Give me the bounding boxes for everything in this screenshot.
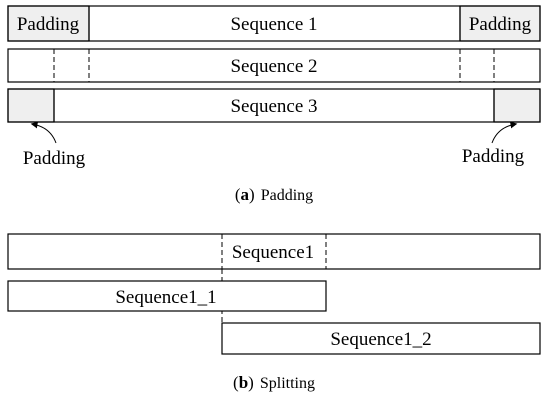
row3-padding-left xyxy=(7,88,55,123)
panel-a: Padding Sequence 1 Padding Sequence 2 Se… xyxy=(7,5,541,204)
row3-frame xyxy=(7,88,541,123)
callout-arrow-right xyxy=(491,121,518,144)
row2-label: Sequence 2 xyxy=(230,56,317,77)
row3-label: Sequence 3 xyxy=(230,96,317,117)
split-part-2-label: Sequence1_2 xyxy=(330,329,431,350)
split-part-2 xyxy=(221,322,541,355)
sequence1-label: Sequence1 xyxy=(232,242,314,263)
row-sequence-3: Sequence 3 xyxy=(7,88,541,123)
caption-a-letter: a xyxy=(241,185,250,204)
callout-right-label: Padding xyxy=(462,146,525,167)
row-sequence-2: Sequence 2 xyxy=(7,48,541,83)
caption-b-text: Splitting xyxy=(260,375,315,392)
row1-right-label: Padding xyxy=(469,14,532,35)
panel-b: Sequence1 Sequence1_1 Sequence1_2 (b)Spl… xyxy=(7,233,541,392)
caption-b-letter: b xyxy=(239,373,248,392)
row3-padding-right xyxy=(493,88,541,123)
split-part-1-label: Sequence1_1 xyxy=(115,287,216,308)
row-sequence-1: Padding Sequence 1 Padding xyxy=(7,5,541,42)
caption-a-text: Padding xyxy=(261,187,313,204)
callout-left-label: Padding xyxy=(23,148,86,169)
caption-a: (a)Padding xyxy=(235,185,313,204)
caption-b: (b)Splitting xyxy=(233,373,315,392)
row2-frame xyxy=(7,48,541,83)
callout-arrow-left xyxy=(30,121,57,144)
row1-left-label: Padding xyxy=(17,14,80,35)
row1-padding-right xyxy=(459,5,541,42)
full-sequence-bar xyxy=(7,233,541,270)
split-part-1 xyxy=(7,280,327,312)
row1-frame xyxy=(7,5,541,42)
row1-center-label: Sequence 1 xyxy=(230,14,317,35)
